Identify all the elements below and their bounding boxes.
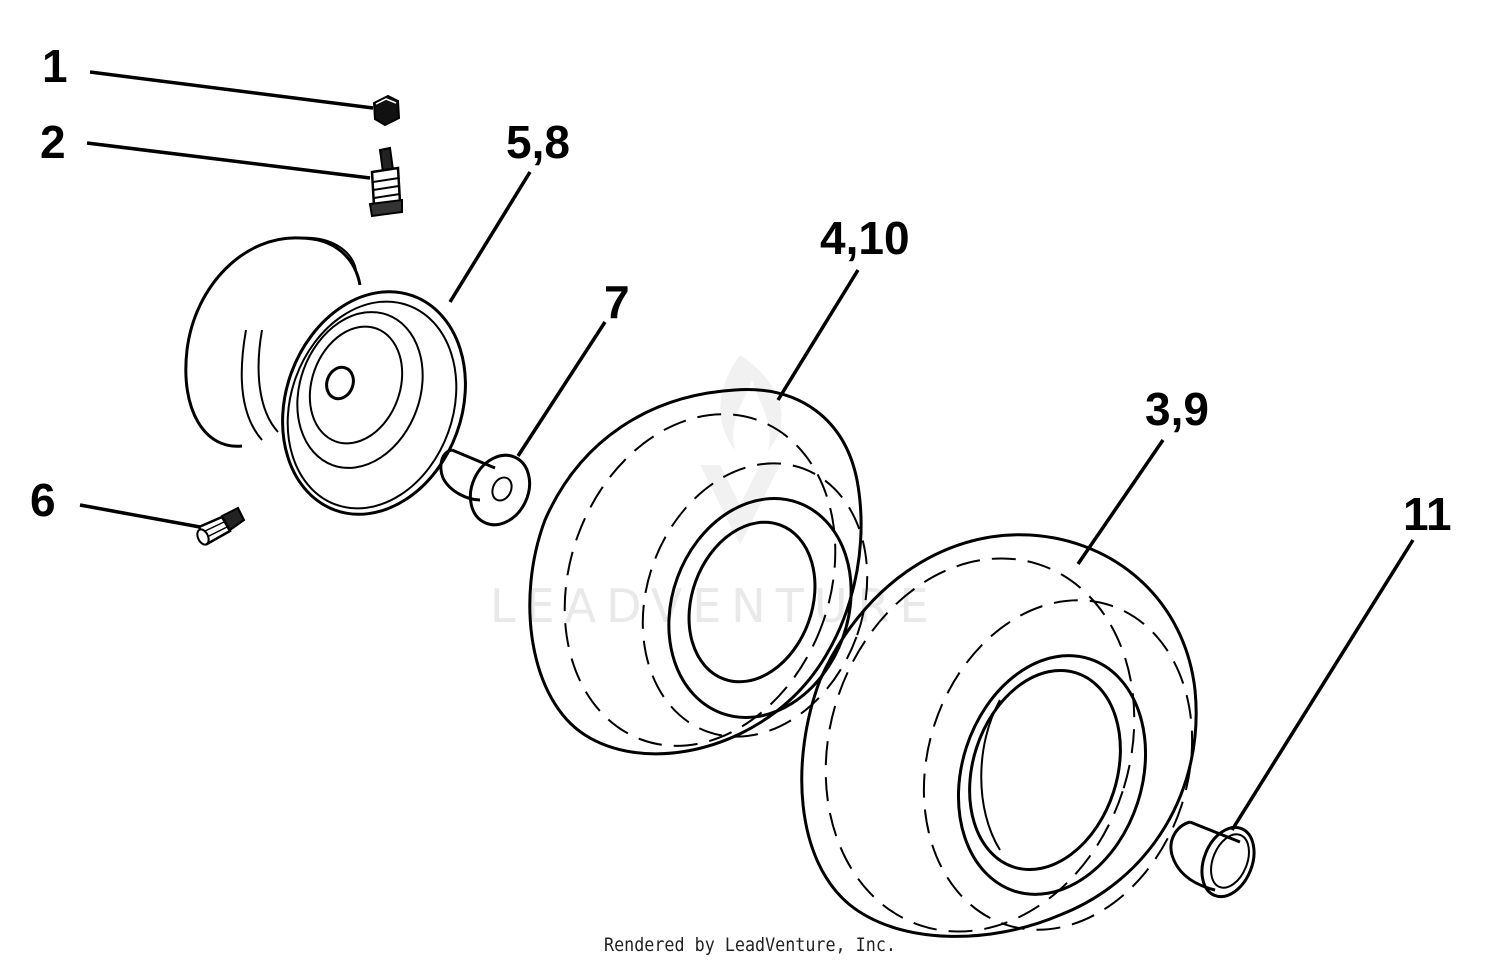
leader-line-3-9 — [1076, 439, 1165, 565]
callout-label-5-8: 5,8 — [506, 116, 570, 168]
leader-line-1 — [89, 70, 374, 110]
leader-line-5-8 — [448, 171, 532, 303]
watermark-text: LEADVENTURE — [490, 579, 939, 633]
leadventure-flame-logo — [700, 355, 782, 545]
rear-tire-icon — [800, 533, 1198, 938]
grease-fitting-icon — [196, 506, 246, 546]
callout-label-3-9: 3,9 — [1145, 383, 1209, 435]
valve-stem-icon — [368, 146, 403, 218]
leader-line-6 — [79, 503, 201, 529]
leader-line-11 — [1230, 539, 1415, 831]
callout-label-4-10: 4,10 — [820, 212, 910, 264]
callout-label-1: 1 — [42, 40, 68, 92]
callout-label-2: 2 — [40, 116, 66, 168]
watermark: LEADVENTURE — [490, 355, 939, 633]
callout-label-11: 11 — [1403, 488, 1452, 540]
footer-credit: Rendered by LeadVenture, Inc. — [604, 934, 896, 956]
wheel-rim-icon — [184, 236, 467, 516]
leader-line-7 — [516, 321, 607, 457]
leader-line-4-10 — [776, 269, 860, 401]
hub-cap-icon — [1169, 820, 1256, 899]
leader-lines — [79, 70, 1415, 831]
leader-line-2 — [86, 141, 371, 180]
valve-cap-icon — [372, 94, 401, 127]
flanged-bushing-icon — [439, 448, 532, 527]
callout-label-6: 6 — [30, 474, 56, 526]
callout-label-7: 7 — [604, 276, 630, 328]
callout-labels: 1 2 6 5,8 7 4,10 3,9 11 — [30, 40, 1452, 540]
